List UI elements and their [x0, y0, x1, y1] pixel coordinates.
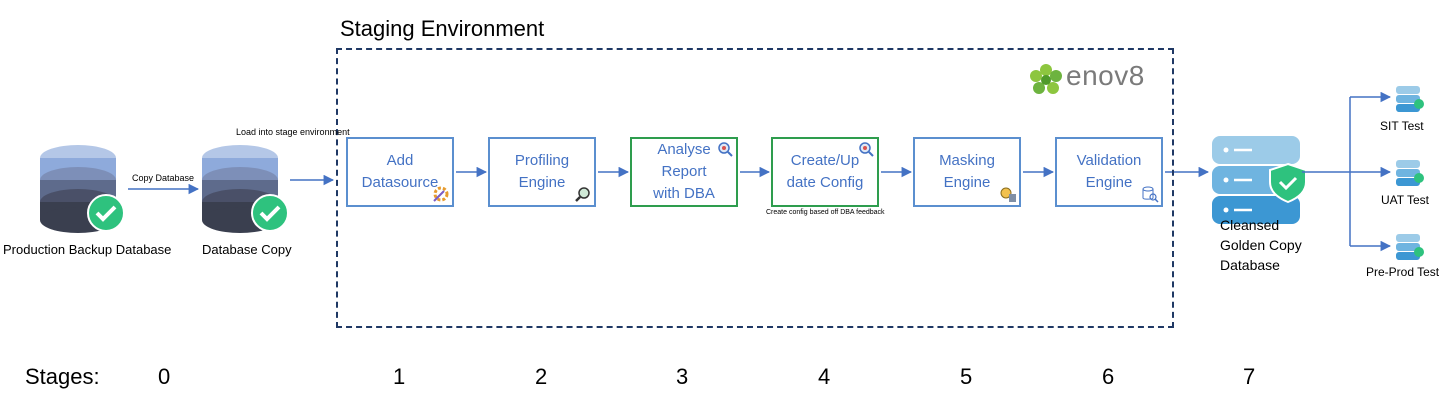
step-profiling-engine: Profiling Engine — [488, 137, 596, 207]
golden-copy-database-icon — [1212, 136, 1307, 224]
target-preprod-label: Pre-Prod Test — [1366, 265, 1440, 279]
uat-database-icon — [1396, 160, 1424, 186]
stage-number: 7 — [1243, 364, 1256, 389]
load-stage-arrow-label: Load into stage environment — [236, 127, 350, 137]
stage-number: 0 — [158, 364, 171, 389]
search-icon — [718, 142, 733, 157]
stage-number: 2 — [535, 364, 548, 389]
step-label: Masking Engine — [939, 152, 995, 191]
golden-copy-label: Cleansed Golden Copy Database — [1220, 217, 1302, 273]
copy-database-arrow-label: Copy Database — [132, 173, 195, 183]
stage-number: 4 — [818, 364, 831, 389]
step-add-datasource: Add Datasource — [346, 137, 454, 207]
staging-environment-box — [336, 48, 1174, 328]
stage-number: 6 — [1102, 364, 1115, 389]
stage-number: 1 — [393, 364, 406, 389]
stage-number: 3 — [676, 364, 689, 389]
enov8-flower-icon — [1030, 64, 1062, 94]
stages-label: Stages: — [25, 364, 100, 389]
search-icon — [859, 142, 874, 157]
target-sit-label: SIT Test — [1380, 119, 1424, 133]
production-database-icon — [40, 145, 125, 233]
step-label: Validation Engine — [1076, 152, 1142, 191]
database-copy-icon — [202, 145, 289, 233]
gear-wand-icon — [433, 186, 449, 202]
step-masking-engine: Masking Engine — [913, 137, 1021, 207]
stage-number: 5 — [960, 364, 973, 389]
target-uat-label: UAT Test — [1381, 193, 1430, 207]
magnifier-icon — [575, 187, 590, 202]
database-search-icon — [1142, 186, 1159, 203]
production-database-label: Production Backup Database — [3, 242, 172, 257]
target-branches — [1302, 91, 1392, 252]
step-validation-engine: Validation Engine — [1055, 137, 1163, 207]
step-label: Create/Up date Config — [786, 152, 864, 191]
config-note: Create config based off DBA feedback — [766, 209, 885, 216]
preprod-database-icon — [1396, 234, 1424, 260]
step-label: Analyse Report with DBA — [653, 141, 715, 202]
step-create-update-config: Create/Up date Config — [771, 137, 879, 207]
sit-database-icon — [1396, 86, 1424, 112]
step-label: Profiling Engine — [514, 152, 570, 191]
masking-gears-icon — [1000, 187, 1016, 202]
step-analyse-report: Analyse Report with DBA — [630, 137, 738, 207]
database-copy-label: Database Copy — [202, 242, 292, 257]
staging-title: Staging Environment — [340, 16, 545, 41]
enov8-logo: enov8 — [1028, 60, 1152, 98]
step-label: Add Datasource — [361, 152, 439, 191]
brand-name: enov8 — [1066, 60, 1145, 91]
